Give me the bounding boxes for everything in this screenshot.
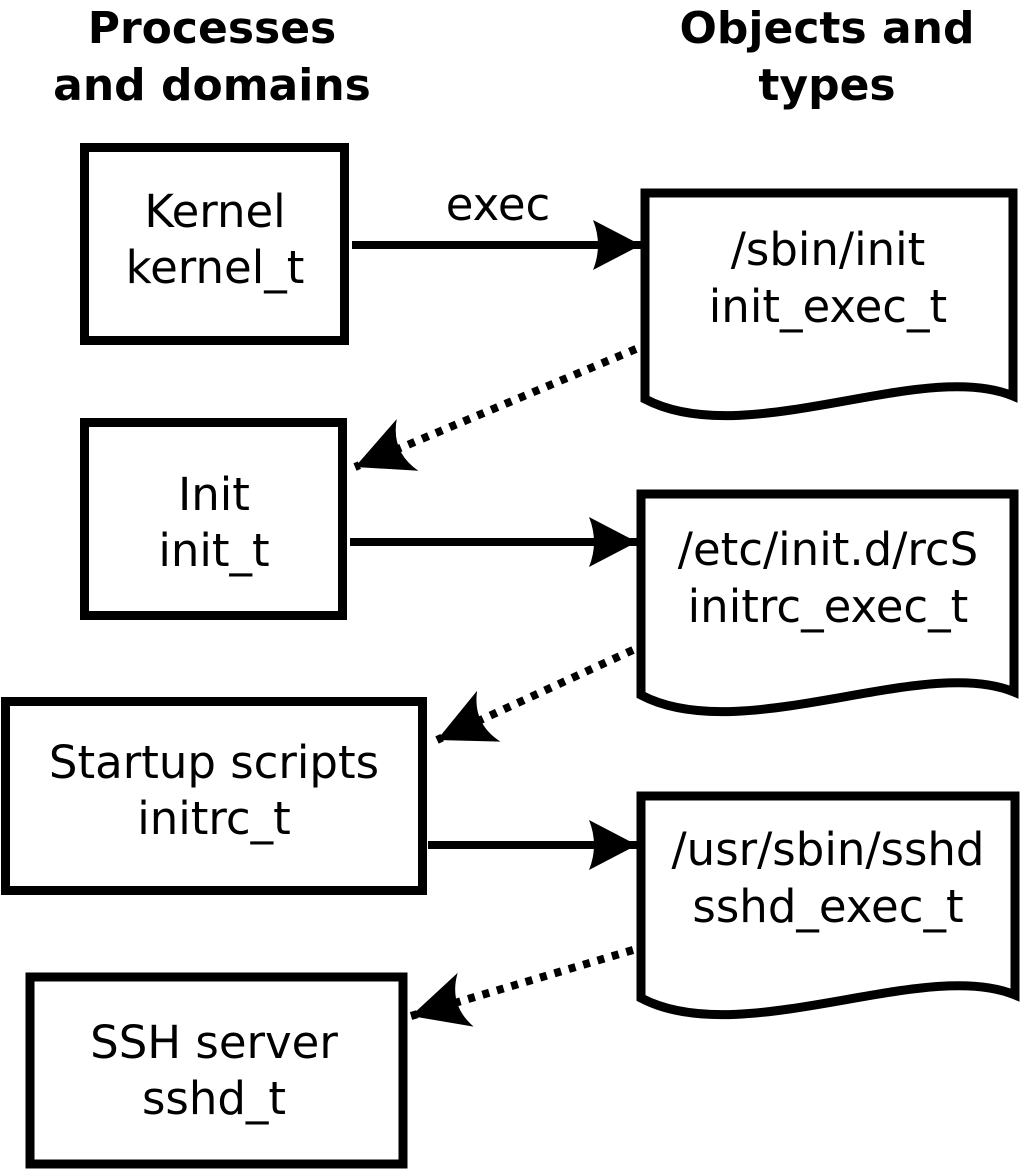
process-box-kernel-label: Kernel [144,185,285,238]
process-box-startup-scripts: Startup scripts initrc_t [1,697,427,895]
object-doc-sbin-init-type: init_exec_t [709,280,947,333]
process-box-startup-scripts-label: Startup scripts [49,736,379,789]
column-headers: Processes and domains Objects and types [53,3,974,111]
process-box-init-domain: init_t [158,524,269,577]
left-column-header-line2: and domains [53,60,371,111]
process-box-kernel: Kernel kernel_t [80,143,349,345]
object-doc-sbin-init-shape [640,188,1018,421]
left-column-header-line1: Processes [88,3,337,54]
exec-arrows: exec [350,178,641,870]
exec-arrow-label: exec [446,178,551,231]
process-box-ssh-server-domain: sshd_t [142,1072,286,1125]
object-doc-sbin-init: /sbin/init init_exec_t [640,188,1018,421]
process-box-ssh-server-border [25,972,408,1169]
transition-arrows [353,345,638,1027]
transition-sshd-to-sshd-domain [409,946,635,1027]
transition-rcs-to-initrc-domain [435,646,635,744]
object-doc-sbin-init-path: /sbin/init [731,223,926,276]
object-doc-usr-sbin-sshd-shape [636,791,1020,1020]
object-doc-usr-sbin-sshd-type: sshd_exec_t [692,880,963,933]
object-doc-etc-initd-rcs: /etc/init.d/rcS initrc_exec_t [636,489,1019,717]
right-column-header-line1: Objects and [680,3,975,54]
object-doc-etc-initd-rcs-shape [636,489,1019,717]
object-doc-usr-sbin-sshd: /usr/sbin/sshd sshd_exec_t [636,791,1020,1020]
right-column-header-line2: types [758,60,895,111]
process-box-ssh-server-label: SSH server [90,1016,338,1069]
process-box-kernel-border [80,143,349,345]
process-box-startup-scripts-domain: initrc_t [137,792,291,845]
process-box-init: Init init_t [80,418,347,620]
object-doc-etc-initd-rcs-path: /etc/init.d/rcS [678,523,978,576]
process-box-ssh-server: SSH server sshd_t [25,972,408,1169]
object-doc-etc-initd-rcs-type: initrc_exec_t [688,580,969,633]
transition-sbin-init-to-init-domain [353,345,638,471]
object-doc-usr-sbin-sshd-path: /usr/sbin/sshd [672,823,985,876]
process-box-startup-scripts-border [1,697,427,895]
process-box-init-label: Init [178,468,250,521]
process-box-init-border [80,418,347,620]
process-box-kernel-domain: kernel_t [126,241,305,294]
